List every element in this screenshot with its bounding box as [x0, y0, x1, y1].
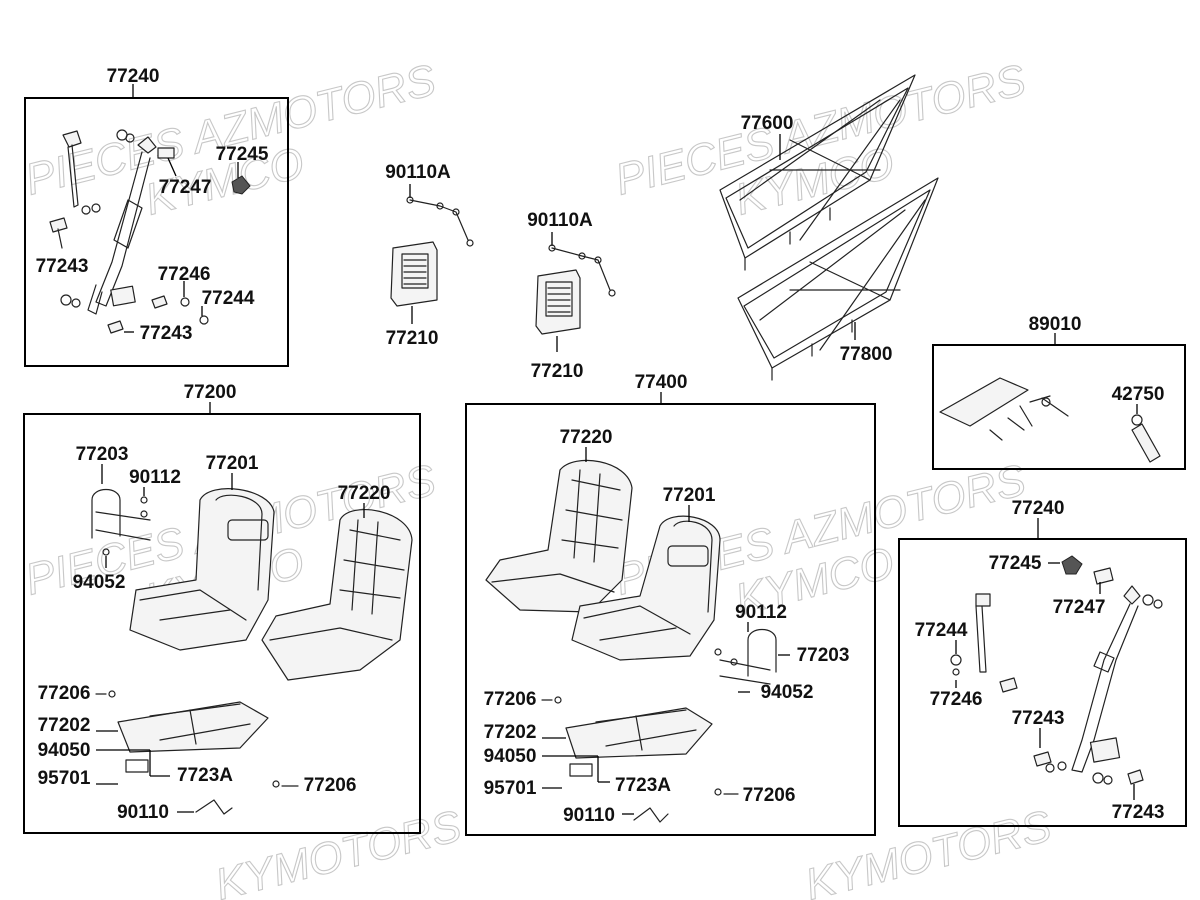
part-label-95701[interactable]: 95701 — [484, 778, 537, 799]
group-toolkit: 89010 42750 — [932, 314, 1186, 470]
part-label-77245[interactable]: 77245 — [216, 144, 269, 165]
part-label-94052[interactable]: 94052 — [761, 682, 814, 703]
part-label-77600[interactable]: 77600 — [741, 113, 794, 134]
part-label-77210[interactable]: 77210 — [386, 328, 439, 349]
part-label-77220[interactable]: 77220 — [560, 427, 613, 448]
part-label-90110A[interactable]: 90110A — [527, 210, 593, 231]
group-seats-mid: 77400 77220 77201 90112 77 — [465, 372, 876, 836]
part-label-77220[interactable]: 77220 — [338, 483, 391, 504]
part-label-77206[interactable]: 77206 — [304, 775, 357, 796]
group-title[interactable]: 77240 — [1012, 498, 1065, 519]
part-label-42750[interactable]: 42750 — [1112, 384, 1165, 405]
part-label-77243[interactable]: 77243 — [140, 323, 193, 344]
group-frame — [465, 403, 876, 836]
part-label-90110[interactable]: 90110 — [117, 802, 169, 823]
group-seats-left: 77200 77203 90112 77201 — [23, 382, 421, 834]
part-label-77202[interactable]: 77202 — [38, 715, 91, 736]
seatbelt-drawing — [950, 555, 1163, 785]
group-frame — [932, 344, 1186, 470]
group-frame — [898, 538, 1187, 827]
part-label-77247[interactable]: 77247 — [159, 177, 212, 198]
part-label-90112[interactable]: 90112 — [735, 602, 787, 623]
seat-cushion-drawing — [261, 509, 413, 681]
wire-clip-drawing — [548, 244, 616, 297]
part-label-77243[interactable]: 77243 — [36, 256, 89, 277]
door-net-drawing — [737, 177, 939, 381]
part-label-77201[interactable]: 77201 — [663, 485, 716, 506]
part-label-77247[interactable]: 77247 — [1053, 597, 1106, 618]
part-label-77206[interactable]: 77206 — [38, 683, 91, 704]
part-label-94052[interactable]: 94052 — [73, 572, 126, 593]
part-label-77203[interactable]: 77203 — [797, 645, 850, 666]
part-label-90110[interactable]: 90110 — [563, 805, 615, 826]
seat-base-drawing — [565, 707, 713, 823]
seat-bracket-drawing — [91, 488, 151, 556]
seat-base-plate-drawing — [535, 269, 581, 335]
group-frame — [23, 413, 421, 834]
part-label-77244[interactable]: 77244 — [202, 288, 255, 309]
seat-base-plate-drawing — [390, 241, 438, 307]
part-label-77201[interactable]: 77201 — [206, 453, 259, 474]
part-label-77206[interactable]: 77206 — [743, 785, 796, 806]
watermark-text: KYMOTORS — [211, 801, 466, 900]
group-mounts: 90110A 77210 90110A 77210 — [385, 162, 616, 382]
group-nets: 77600 77800 — [719, 74, 939, 381]
group-frame — [24, 97, 289, 367]
part-label-77243[interactable]: 77243 — [1012, 708, 1065, 729]
group-seatbelt-right: 77240 77245 77247 77244 77246 772 — [898, 498, 1187, 827]
group-title[interactable]: 77240 — [107, 66, 160, 87]
part-label-77206[interactable]: 77206 — [484, 689, 537, 710]
part-label-77244[interactable]: 77244 — [915, 620, 968, 641]
seat-base-drawing — [117, 701, 269, 815]
part-label-77202[interactable]: 77202 — [484, 722, 537, 743]
part-label-7723A[interactable]: 7723A — [177, 765, 233, 786]
part-label-94050[interactable]: 94050 — [38, 740, 91, 761]
seat-frame-drawing — [571, 515, 721, 661]
toolkit-drawing — [939, 377, 1161, 463]
group-title[interactable]: 77400 — [635, 372, 688, 393]
seat-bracket-drawing — [714, 628, 777, 685]
watermark-text: KYMOTORS — [801, 801, 1056, 900]
part-label-77800[interactable]: 77800 — [840, 344, 893, 365]
part-label-77243[interactable]: 77243 — [1112, 802, 1165, 823]
part-label-77210[interactable]: 77210 — [531, 361, 584, 382]
seat-frame-drawing — [129, 488, 275, 651]
door-net-drawing — [719, 74, 916, 271]
group-seatbelt-left: 77240 77245 77247 77243 7724 — [24, 66, 289, 367]
part-label-77245[interactable]: 77245 — [989, 553, 1042, 574]
part-label-77203[interactable]: 77203 — [76, 444, 129, 465]
part-label-77246[interactable]: 77246 — [158, 264, 211, 285]
part-label-77246[interactable]: 77246 — [930, 689, 983, 710]
seat-cushion-drawing — [485, 459, 633, 613]
seatbelt-drawing — [49, 129, 251, 334]
part-label-94050[interactable]: 94050 — [484, 746, 537, 767]
group-title[interactable]: 89010 — [1029, 314, 1082, 335]
part-label-90112[interactable]: 90112 — [129, 467, 181, 488]
part-label-95701[interactable]: 95701 — [38, 768, 91, 789]
part-label-90110A[interactable]: 90110A — [385, 162, 451, 183]
group-title[interactable]: 77200 — [184, 382, 237, 403]
part-label-7723A[interactable]: 7723A — [615, 775, 671, 796]
wire-clip-drawing — [406, 196, 474, 247]
